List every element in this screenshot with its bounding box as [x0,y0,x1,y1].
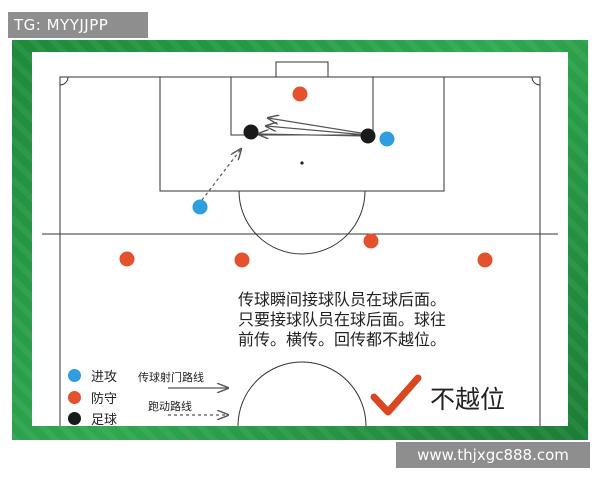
pass-arrow-3 [258,134,368,136]
defender-4 [477,252,493,268]
run-arrow [201,149,241,201]
legend-item-ball: 足球 [68,409,117,428]
rule-note-line: 传球瞬间接球队员在球后面。 [238,290,447,309]
corner-arc-right [531,76,541,86]
watermark-top: TG: MYYJJPP [8,12,148,38]
ball-near-goal [243,124,259,140]
goal [275,61,329,78]
defender-1 [119,251,135,267]
watermark-bottom: www.thjxgc888.com [396,442,590,468]
penalty-spot [300,161,304,165]
center-circle [237,361,367,426]
rule-note: 传球瞬间接球队员在球后面。 只要接球队员在球后面。球往 前传。横传。回传都不越位… [238,290,508,350]
corner-arc-left [59,76,69,86]
pitch-background [32,52,568,426]
legend-item-attack: 进攻 [68,366,117,385]
ball-passer [360,128,376,144]
pass-arrow-1 [268,118,368,135]
penalty-arc [238,190,366,255]
pass-arrow-2 [266,126,368,136]
check-mark-icon [370,374,422,416]
attacker-passer [379,131,395,147]
legend-item-defense: 防守 [68,388,117,407]
legend-run-label: 跑动路线 [148,400,192,413]
defender-2 [234,252,250,268]
rule-note-line: 前传。横传。回传都不越位。 [238,330,447,349]
rule-note-line: 只要接球队员在球后面。球往 [238,310,447,329]
defender-3 [363,233,379,249]
legend-label: 防守 [91,392,118,407]
defense-dot-icon [68,391,81,404]
ball-dot-icon [68,412,81,425]
legend-label: 进攻 [91,370,118,385]
legend-label: 足球 [91,413,118,428]
legend-pass-label: 传球射门路线 [138,371,204,384]
verdict-text: 不越位 [430,385,506,414]
pitch-diagram [42,61,558,426]
defender-goalkeeper [292,86,308,102]
attacker-runner [192,199,208,215]
attack-dot-icon [68,369,81,382]
